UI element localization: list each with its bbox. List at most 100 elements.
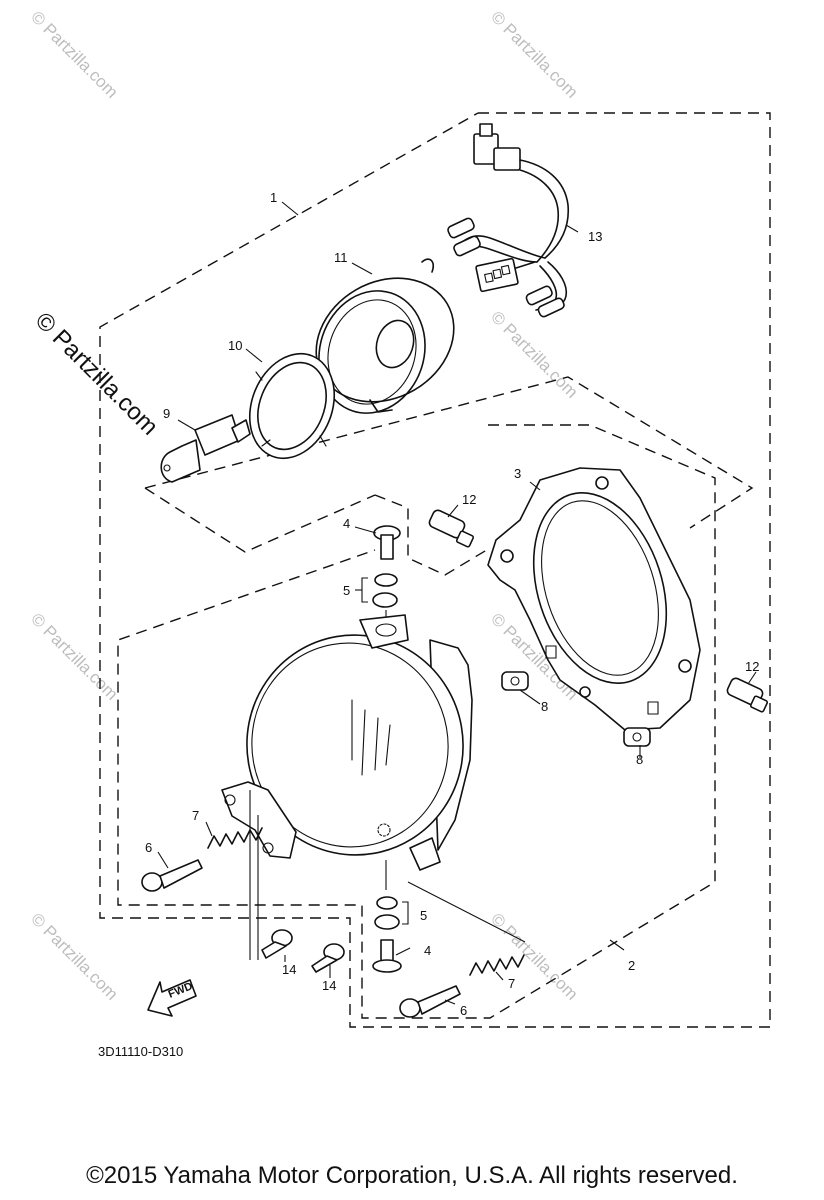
mounting-bracket [487, 467, 701, 731]
coupler-pin-slot [492, 268, 503, 280]
washer [374, 573, 398, 587]
coupler-block [475, 257, 519, 293]
harness-connector-tab [479, 123, 493, 137]
washer-bracket [402, 901, 409, 925]
position-light-socket [428, 509, 475, 548]
leader-line [747, 671, 757, 685]
position-light-socket [726, 677, 769, 713]
harness-wire [519, 159, 570, 259]
callout-6-lower: 6 [460, 1003, 467, 1018]
callout-12-upper: 12 [462, 492, 476, 507]
bulb-flange [194, 414, 241, 456]
bracket-clip [501, 671, 529, 691]
callout-12-right: 12 [745, 659, 759, 674]
watermark-text: © Partzilla.com [487, 307, 581, 401]
coupler-pin-slot [484, 272, 494, 283]
retainer-lug [255, 371, 327, 447]
adjuster-hole [262, 842, 274, 854]
callout-14-right: 14 [322, 978, 336, 993]
screw-shank [380, 534, 394, 560]
leader-line [519, 689, 541, 705]
leader-line [157, 851, 169, 869]
housing-inner-rim [327, 299, 417, 405]
lens-mark [377, 823, 391, 837]
headlight-housing [315, 258, 455, 414]
mounting-bolt [311, 943, 345, 973]
washer-bracket [361, 577, 368, 603]
bulb-base [231, 419, 251, 443]
watermark-text: © Partzilla.com [487, 7, 581, 101]
lens-glass [251, 642, 449, 848]
assembly-axis [407, 881, 526, 943]
bracket-hole [579, 686, 591, 698]
bracket-hole [595, 476, 609, 490]
callout-9: 9 [163, 406, 170, 421]
lower-screw-stack [372, 860, 409, 973]
callout-1: 1 [270, 190, 277, 205]
bracket-ring-inner [541, 500, 659, 676]
callout-numbers: 1 2 3 4 4 5 5 6 6 7 7 8 8 9 10 11 12 12 … [145, 190, 759, 1018]
clip-hole [510, 676, 520, 686]
bolt-shank [261, 941, 287, 959]
left-adjust-spring [207, 827, 263, 849]
leader-line [395, 947, 411, 956]
socket-step-boundary [374, 494, 491, 576]
screw-head [399, 998, 421, 1018]
leader-line [529, 481, 541, 491]
watermark-text-large: © Partzilla.com [30, 307, 163, 440]
bulb-tip [163, 464, 171, 472]
leader-line [177, 419, 196, 431]
callout-2: 2 [628, 958, 635, 973]
washer [376, 896, 398, 910]
adjuster-bracket [221, 781, 297, 960]
adjuster-hole [224, 794, 236, 806]
lens-tab-hole [375, 623, 397, 637]
screw-shank [417, 985, 461, 1015]
bracket-ring-outer [532, 492, 668, 684]
callout-7-left: 7 [192, 808, 199, 823]
lens-top-tab [359, 614, 409, 649]
headlight-bulb [160, 414, 251, 483]
coupler-pin-slot [500, 264, 511, 276]
lens-bottom-tab [409, 837, 441, 871]
leader-line [495, 971, 504, 981]
bulb-glass [160, 439, 201, 483]
leader-line [351, 262, 373, 275]
callout-8-right: 8 [636, 752, 643, 767]
callout-5-lower: 5 [420, 908, 427, 923]
bracket-slot [545, 645, 557, 659]
upper-screw-stack [361, 525, 401, 632]
bulb-plane-lower-edge [144, 487, 376, 553]
callout-3: 3 [514, 466, 521, 481]
washer [374, 914, 400, 930]
copyright-notice: ©2015 Yamaha Motor Corporation, U.S.A. A… [86, 1162, 738, 1189]
callout-6-left: 6 [145, 840, 152, 855]
bullet-terminal [525, 285, 553, 306]
assembly-1-boundary [99, 112, 771, 1028]
wire-harness [447, 123, 570, 318]
screw-head [141, 872, 163, 892]
housing-bulb-hole [375, 319, 415, 369]
leader-line [245, 348, 263, 363]
socket-tip [455, 530, 475, 548]
housing-tab [421, 258, 435, 273]
screw-shank [380, 939, 394, 963]
leader-line [354, 526, 377, 534]
housing-tab [369, 399, 393, 413]
bullet-terminal [537, 297, 565, 318]
leader-line [565, 224, 579, 233]
retainer-inner [257, 361, 327, 451]
lower-adjust-spring [469, 954, 525, 976]
bulb-retaining-ring [248, 352, 336, 460]
harness-wire [519, 169, 560, 263]
mounting-bolt [261, 929, 293, 959]
callout-14-left: 14 [282, 962, 296, 977]
bracket-clip [623, 727, 651, 747]
watermark-text: © Partzilla.com [27, 909, 121, 1003]
callout-13: 13 [588, 229, 602, 244]
bracket-slot [647, 701, 659, 715]
bullet-terminal [453, 235, 481, 257]
watermark-text: © Partzilla.com [27, 7, 121, 101]
